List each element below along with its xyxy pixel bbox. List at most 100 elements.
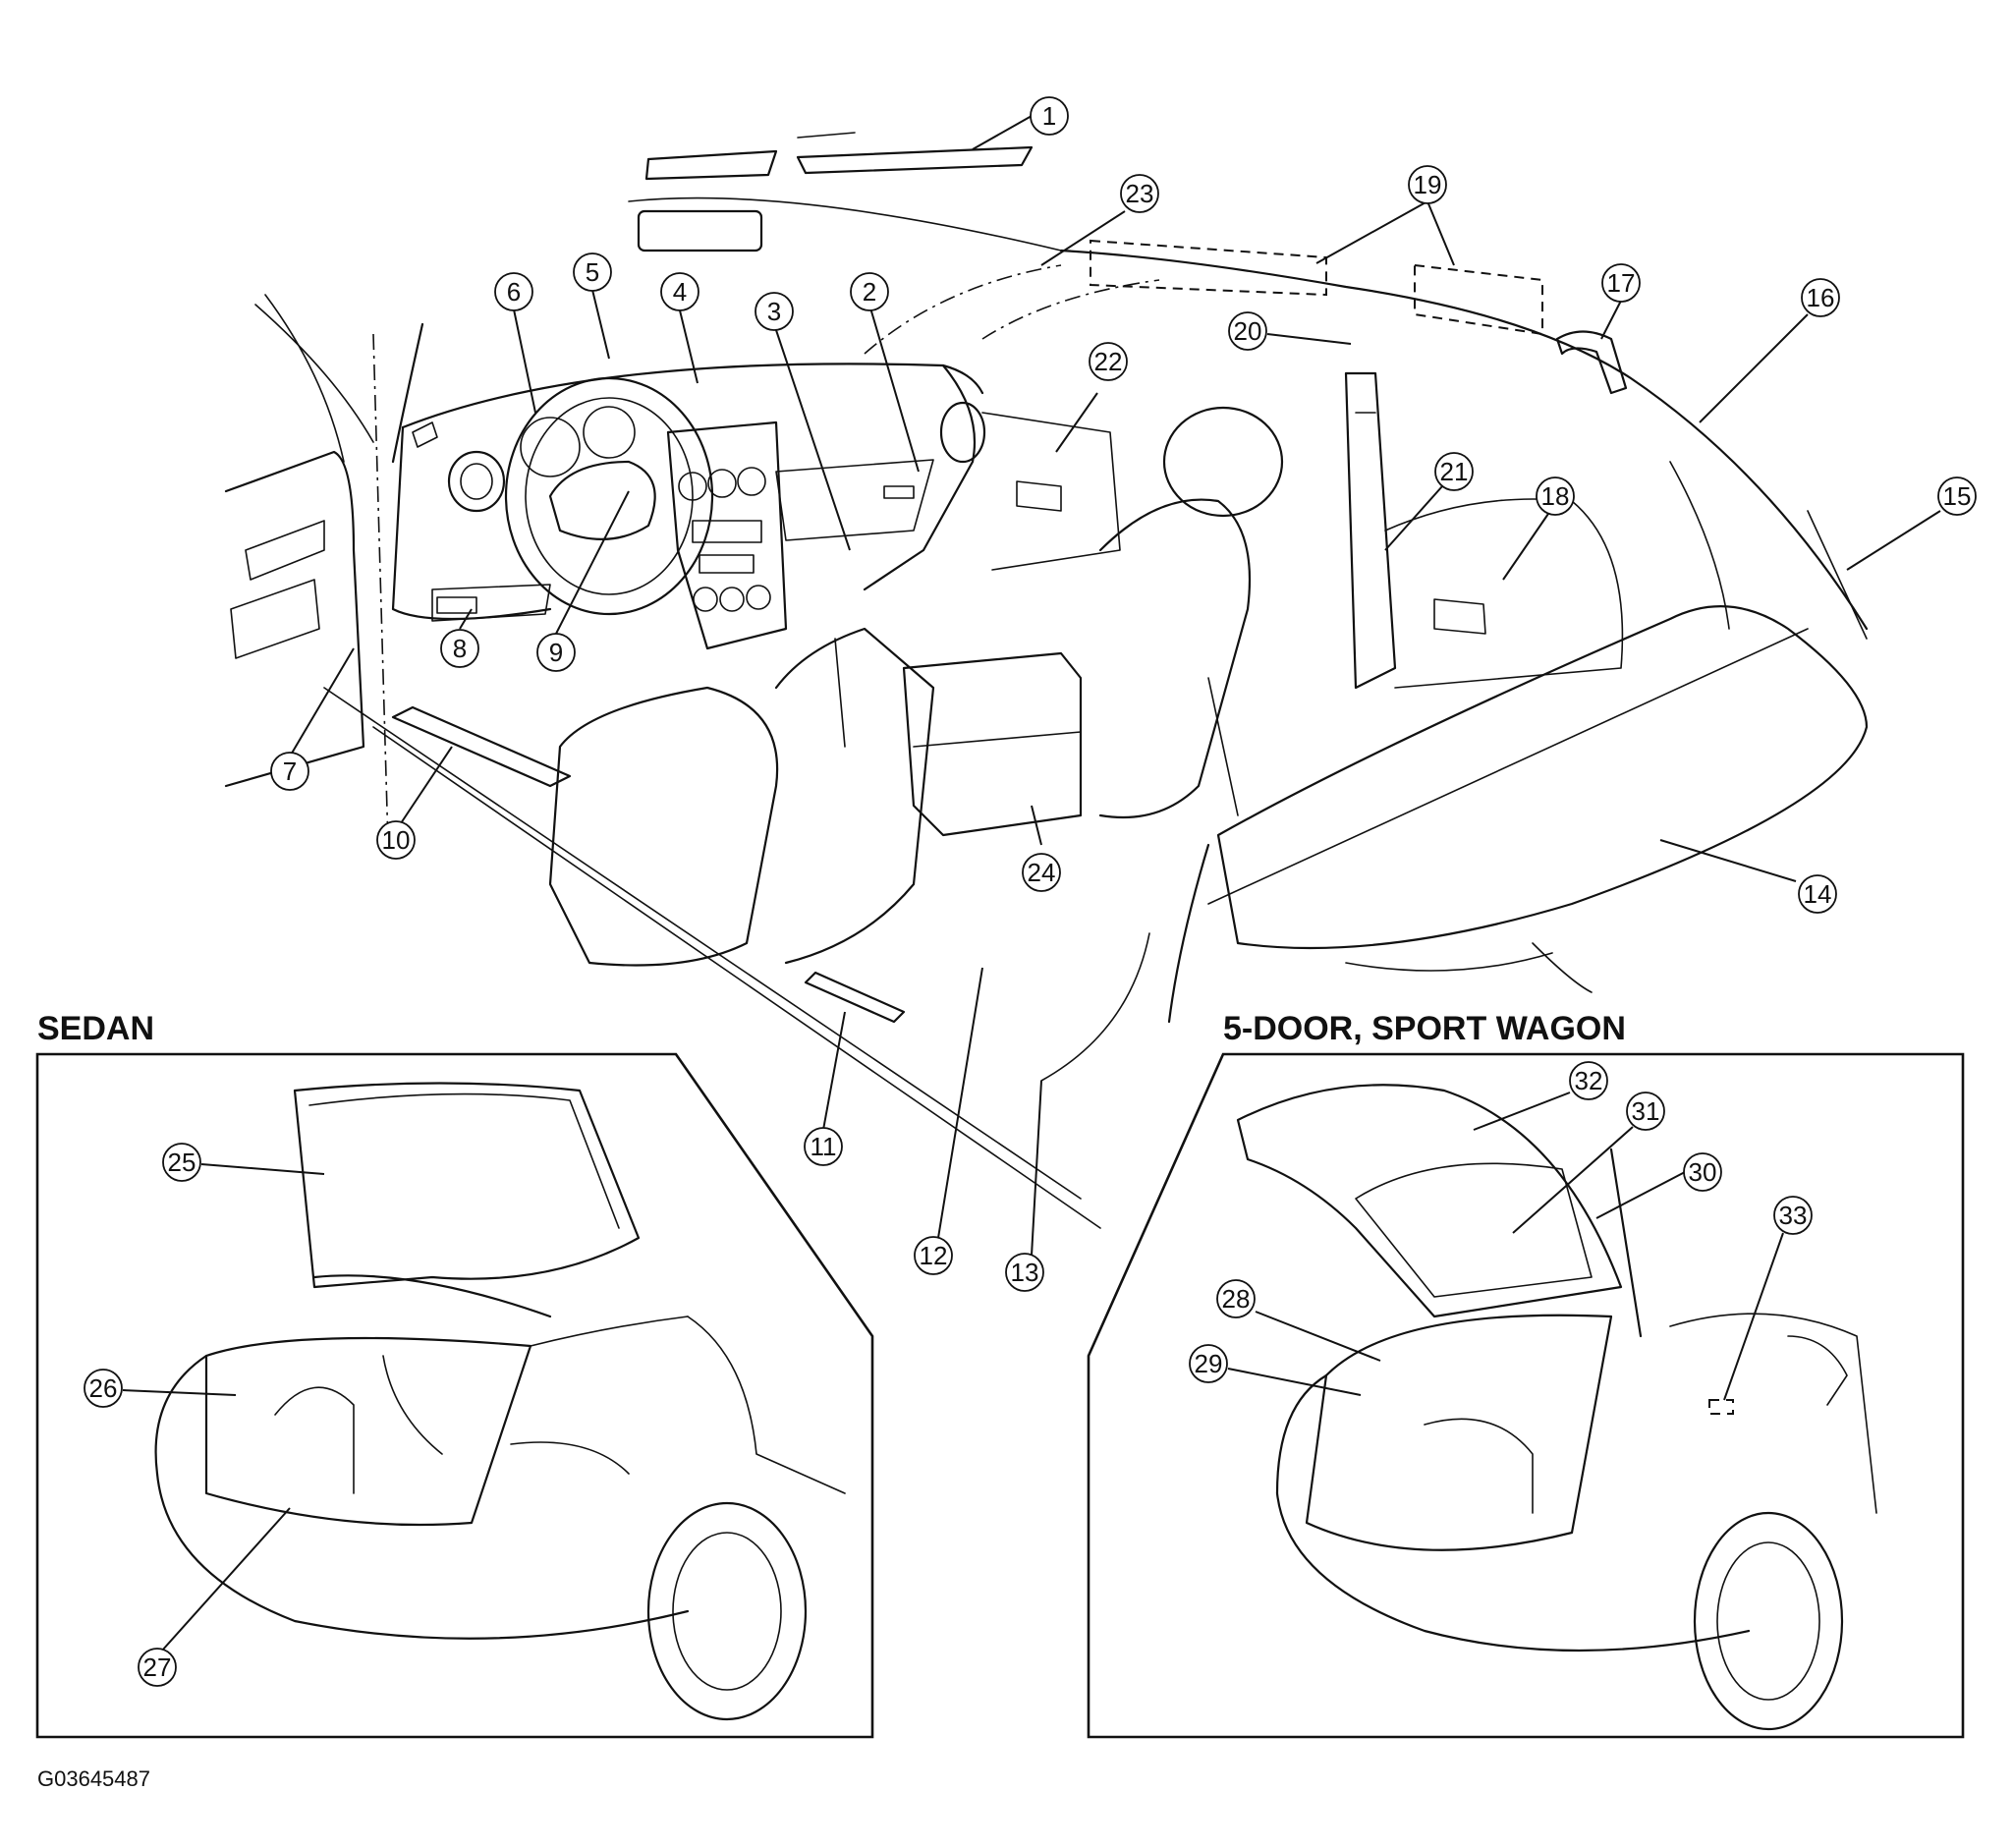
rear-scuff-plate bbox=[804, 971, 906, 1024]
callout-13: 13 bbox=[1005, 1253, 1044, 1292]
sedan-inset-frame bbox=[35, 1052, 874, 1739]
console-armrest bbox=[902, 651, 1083, 837]
sedan-trunk-drawing bbox=[154, 1082, 846, 1721]
callout-6: 6 bbox=[494, 272, 533, 311]
callout-number: 20 bbox=[1234, 316, 1262, 346]
callout-number: 2 bbox=[863, 277, 876, 307]
callout-29: 29 bbox=[1189, 1344, 1228, 1383]
callout-7: 7 bbox=[270, 752, 309, 791]
callout-number: 21 bbox=[1440, 457, 1469, 486]
dashboard-top bbox=[401, 363, 984, 429]
callout-30: 30 bbox=[1683, 1152, 1722, 1192]
headrest bbox=[1162, 406, 1284, 518]
callout-26: 26 bbox=[84, 1369, 123, 1408]
callout-number: 31 bbox=[1632, 1096, 1660, 1126]
vent-left bbox=[447, 450, 506, 513]
callout-number: 14 bbox=[1804, 879, 1832, 909]
callout-number: 22 bbox=[1094, 347, 1123, 376]
b-pillar-trim bbox=[1344, 371, 1397, 690]
steering-wheel bbox=[504, 376, 714, 616]
callout-number: 28 bbox=[1222, 1284, 1251, 1314]
callout-number: 33 bbox=[1779, 1201, 1808, 1230]
rear-door-trim bbox=[1384, 498, 1624, 689]
callout-17: 17 bbox=[1601, 263, 1641, 303]
callout-1: 1 bbox=[1030, 96, 1069, 136]
callout-number: 7 bbox=[283, 756, 297, 786]
sun-visor-left bbox=[644, 149, 778, 181]
callout-number: 10 bbox=[382, 825, 411, 855]
callout-number: 12 bbox=[920, 1241, 948, 1270]
callout-number: 29 bbox=[1195, 1349, 1223, 1378]
callout-23: 23 bbox=[1120, 174, 1159, 213]
callout-number: 13 bbox=[1011, 1258, 1039, 1287]
glove-box bbox=[775, 459, 934, 541]
callout-9: 9 bbox=[536, 633, 576, 672]
callout-15: 15 bbox=[1937, 476, 1977, 516]
front-door-trim bbox=[224, 450, 365, 788]
figure-code: G03645487 bbox=[37, 1766, 150, 1791]
callout-22: 22 bbox=[1089, 342, 1128, 381]
rear-bumper-sedan bbox=[155, 1472, 690, 1640]
headliner-edge bbox=[1059, 249, 1869, 631]
callout-number: 24 bbox=[1028, 858, 1056, 887]
callout-number: 1 bbox=[1042, 101, 1056, 131]
callout-20: 20 bbox=[1228, 311, 1267, 351]
callout-number: 6 bbox=[507, 277, 521, 307]
callout-31: 31 bbox=[1626, 1092, 1665, 1131]
trunk-opening bbox=[204, 1336, 532, 1527]
callout-21: 21 bbox=[1434, 452, 1474, 491]
callout-33: 33 bbox=[1773, 1196, 1813, 1235]
center-console bbox=[666, 420, 788, 650]
callout-number: 23 bbox=[1126, 179, 1154, 208]
callout-number: 15 bbox=[1943, 481, 1972, 511]
sedan-heading: SEDAN bbox=[37, 1010, 154, 1047]
callout-27: 27 bbox=[138, 1648, 177, 1687]
callout-number: 11 bbox=[811, 1132, 837, 1161]
wagon-liftgate-drawing bbox=[1236, 1084, 1877, 1731]
main-callouts: 1 2 3 4 5 6 7 8 9 10 11 12 13 14 15 16 1… bbox=[270, 96, 1977, 1292]
cabin-interior-drawing bbox=[224, 132, 1869, 1229]
callout-11: 11 bbox=[804, 1127, 843, 1166]
rear-wheel-sedan bbox=[646, 1501, 808, 1721]
rear-view-mirror bbox=[637, 209, 763, 252]
liftgate-glass bbox=[1355, 1162, 1593, 1298]
callout-number: 32 bbox=[1575, 1066, 1603, 1095]
callout-number: 17 bbox=[1607, 268, 1636, 298]
callout-4: 4 bbox=[660, 272, 699, 311]
front-seat-cushion bbox=[548, 686, 779, 967]
callout-number: 4 bbox=[673, 277, 687, 307]
liftgate bbox=[1236, 1084, 1623, 1318]
callout-2: 2 bbox=[850, 272, 889, 311]
callout-number: 8 bbox=[453, 634, 467, 663]
callout-number: 26 bbox=[89, 1373, 118, 1403]
callout-5: 5 bbox=[573, 252, 612, 292]
wagon-heading: 5-DOOR, SPORT WAGON bbox=[1223, 1010, 1626, 1047]
callout-number: 25 bbox=[168, 1148, 196, 1177]
callout-3: 3 bbox=[755, 292, 794, 331]
assist-grip bbox=[1555, 330, 1628, 395]
trunk-lid bbox=[293, 1082, 641, 1289]
callout-28: 28 bbox=[1216, 1279, 1256, 1318]
callout-14: 14 bbox=[1798, 874, 1837, 914]
rear-wheel-wagon bbox=[1693, 1511, 1844, 1731]
front-passenger-door-trim bbox=[981, 412, 1121, 571]
callout-24: 24 bbox=[1022, 853, 1061, 892]
callout-18: 18 bbox=[1536, 476, 1575, 516]
driver-seatback bbox=[1098, 498, 1252, 819]
callout-number: 19 bbox=[1414, 170, 1442, 199]
front-scuff-plate bbox=[391, 705, 572, 788]
callout-12: 12 bbox=[914, 1236, 953, 1275]
callout-8: 8 bbox=[440, 629, 479, 668]
a-pillar-trim bbox=[391, 322, 424, 464]
cargo-opening bbox=[1305, 1314, 1613, 1551]
callout-number: 9 bbox=[549, 638, 563, 667]
callout-25: 25 bbox=[162, 1143, 201, 1182]
callout-number: 30 bbox=[1689, 1157, 1717, 1187]
callout-number: 16 bbox=[1807, 283, 1835, 312]
rear-bumper-wagon bbox=[1275, 1491, 1751, 1652]
callout-number: 27 bbox=[143, 1652, 172, 1682]
callout-10: 10 bbox=[376, 820, 416, 860]
sun-visor-right bbox=[796, 145, 1034, 175]
c-pillar-trim bbox=[1669, 461, 1730, 630]
